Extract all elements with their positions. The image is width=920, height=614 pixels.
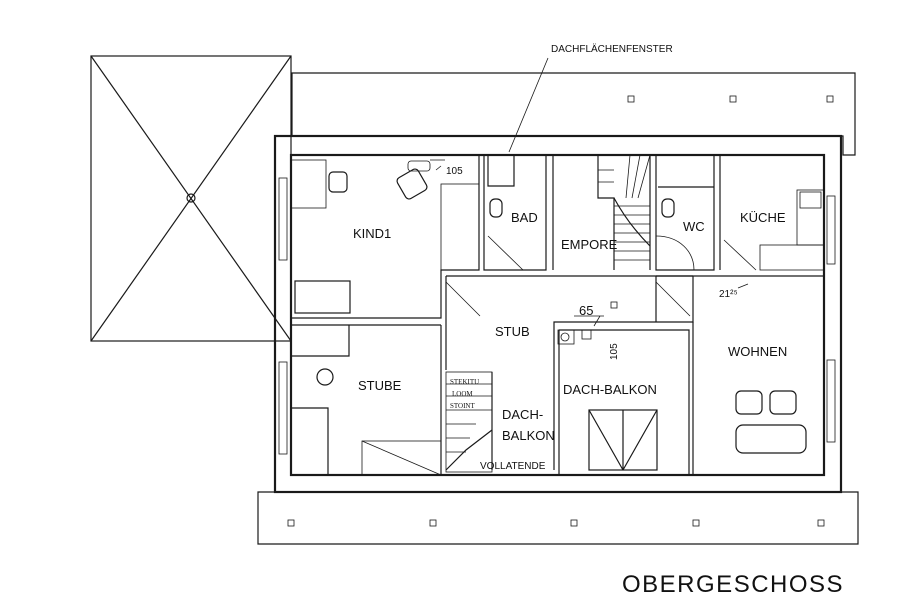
kind1-shelf (290, 159, 327, 209)
room-stub: STUB (495, 324, 530, 339)
room-dach-balkon-left-2: BALKON (502, 428, 555, 443)
room-empore: EMPORE (561, 237, 618, 252)
roof-section-x (90, 55, 292, 342)
kind1-stool (328, 171, 348, 193)
note-vollatende: VOLLATENDE (480, 461, 546, 472)
room-dach-balkon-left-1: DACH- (502, 407, 543, 422)
dimension-2125: 21²⁵ (719, 289, 738, 300)
dimension-65: 65 (579, 303, 593, 318)
stair-note-2: LOOM (452, 390, 473, 398)
dimension-ticks (430, 159, 749, 327)
furniture (290, 159, 807, 471)
room-wc: WC (683, 219, 705, 234)
armchair-icon (396, 168, 428, 200)
door-swings (445, 235, 757, 317)
room-wohnen: WOHNEN (728, 344, 787, 359)
wc-toilet-icon (661, 198, 675, 218)
stair-note-3: STOINT (450, 402, 475, 410)
bad-toilet-icon (489, 198, 503, 218)
overhang-markers-bottom (287, 519, 825, 527)
interior-walls (291, 154, 825, 476)
roof-overhang (257, 72, 859, 545)
room-kueche: KÜCHE (740, 210, 786, 225)
kind1-bed (294, 280, 351, 314)
roof-window-leader (508, 57, 549, 153)
room-dach-balkon-right: DACH-BALKON (563, 382, 657, 397)
dimension-105-vertical: 105 (609, 343, 620, 360)
stube-lamp-icon (316, 368, 334, 386)
room-stube: STUBE (358, 378, 402, 393)
coffee-table (735, 424, 807, 454)
overhang-markers-top (627, 95, 834, 103)
roof-window-label: DACHFLÄCHENFENSTER (551, 43, 673, 55)
outer-walls (273, 134, 843, 494)
sofa-seat-2 (769, 390, 797, 415)
sofa-seat-1 (735, 390, 763, 415)
plan-title: OBERGESCHOSS (622, 571, 844, 598)
dimension-105-top: 105 (446, 166, 463, 177)
stair-note-1: STEKITU (450, 378, 479, 386)
room-kind1: KIND1 (353, 226, 391, 241)
room-bad: BAD (511, 210, 538, 225)
